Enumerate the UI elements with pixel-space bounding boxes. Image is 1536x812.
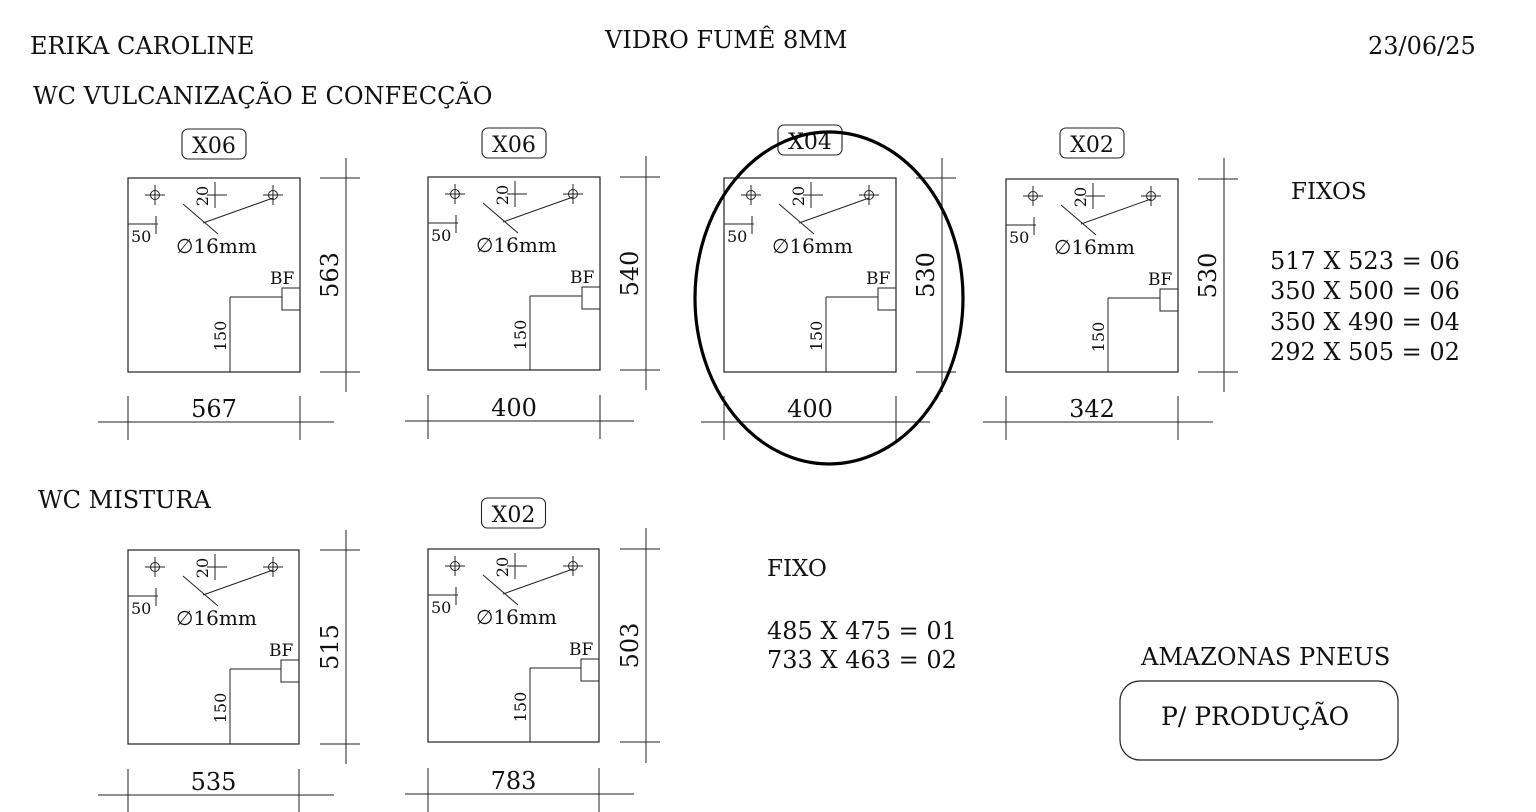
fixed-line: 350 X 490 = 04 [1270, 308, 1460, 336]
fixed-line: 517 X 523 = 06 [1270, 247, 1460, 275]
mounting-hole-icon [563, 184, 583, 204]
glass-piece [983, 127, 1238, 440]
height-dimension-label: 530 [912, 252, 940, 298]
quantity-tag-box [481, 127, 547, 159]
glass-panel-outline [127, 177, 301, 373]
latch-height-label: 150 [511, 692, 530, 723]
quantity-tag-box [1059, 127, 1125, 159]
quantity-tag-box [480, 497, 547, 529]
latch-cutout [877, 287, 897, 311]
mounting-hole-icon [145, 557, 165, 577]
mounting-hole-icon [859, 185, 879, 205]
hole-spacing-label: 20 [193, 186, 212, 206]
glass-panel-outline [723, 177, 897, 373]
edge-offset-label: 50 [727, 227, 747, 246]
glass-panel-outline [427, 176, 601, 371]
glass-piece [405, 497, 660, 812]
glass-piece [98, 128, 360, 440]
latch-label: BF [270, 269, 294, 289]
hole-spacing-label: 20 [493, 557, 512, 577]
mounting-hole-icon [445, 184, 465, 204]
glass-pieces: X062050∅16mmBF150563567X062050∅16mmBF150… [98, 124, 1238, 812]
hole-diameter-label: ∅16mm [476, 233, 557, 257]
latch-height-label: 150 [211, 693, 230, 724]
mounting-hole-icon [263, 557, 283, 577]
height-dimension-label: 515 [316, 624, 344, 670]
hole-spacing-label: 20 [1071, 187, 1090, 207]
mounting-hole-icon [741, 185, 761, 205]
latch-cutout [581, 286, 601, 310]
fixed-line: 485 X 475 = 01 [767, 617, 957, 645]
glass-panel-outline [127, 549, 300, 745]
quantity-tag: X02 [1070, 133, 1114, 158]
hole-diameter-label: ∅16mm [176, 606, 257, 630]
production-stamp-label: P/ PRODUÇÃO [1161, 702, 1349, 731]
production-stamp-box [1119, 680, 1399, 761]
latch-label: BF [569, 640, 593, 660]
height-dimension-label: 530 [1194, 253, 1222, 299]
glass-piece [98, 530, 360, 812]
edge-offset-label: 50 [131, 227, 151, 246]
width-dimension-label: 535 [191, 768, 237, 796]
company-name: AMAZONAS PNEUS [1140, 643, 1390, 671]
edge-offset-label: 50 [431, 226, 451, 245]
quantity-tag: X06 [192, 134, 236, 159]
mounting-hole-icon [445, 556, 465, 576]
width-dimension-label: 400 [491, 394, 537, 422]
latch-label: BF [269, 641, 293, 661]
client-name: ERIKA CAROLINE [30, 32, 254, 60]
section-title-vulcanizacao: WC VULCANIZAÇÃO E CONFECÇÃO [33, 81, 492, 110]
width-dimension-label: 342 [1069, 395, 1115, 423]
mounting-hole-icon [145, 185, 165, 205]
width-dimension-label: 400 [787, 395, 833, 423]
mounting-hole-icon [1023, 186, 1043, 206]
mounting-hole-icon [563, 556, 583, 576]
latch-cutout [280, 659, 300, 683]
quantity-tag: X02 [492, 503, 536, 528]
glass-panel-outline [1005, 178, 1179, 373]
mounting-hole-icon [263, 185, 283, 205]
latch-height-label: 150 [807, 321, 826, 352]
fixed-title-vulcanizacao: FIXOS [1291, 179, 1367, 205]
hole-spacing-label: 20 [493, 185, 512, 205]
quantity-tag-box [181, 128, 247, 160]
fixed-title-mistura: FIXO [767, 556, 827, 582]
width-dimension-label: 783 [491, 767, 537, 795]
fixed-line: 292 X 505 = 02 [1270, 338, 1460, 366]
glass-panel-outline [427, 548, 600, 743]
quantity-tag: X06 [492, 133, 536, 158]
height-dimension-label: 563 [316, 252, 344, 298]
highlight-circle [693, 130, 965, 466]
height-dimension-label: 540 [616, 251, 644, 297]
latch-cutout [281, 287, 301, 311]
hole-spacing-label: 20 [193, 558, 212, 578]
mounting-hole-icon [1141, 186, 1161, 206]
width-dimension-label: 567 [191, 395, 237, 423]
glass-piece [405, 127, 660, 439]
material-title: VIDRO FUMÊ 8MM [604, 25, 847, 54]
latch-label: BF [866, 269, 890, 289]
latch-cutout [580, 658, 600, 682]
fixed-line: 733 X 463 = 02 [767, 646, 957, 674]
edge-offset-label: 50 [1009, 228, 1029, 247]
latch-cutout [1159, 288, 1179, 312]
latch-height-label: 150 [211, 321, 230, 352]
fixed-line: 350 X 500 = 06 [1270, 277, 1460, 305]
height-dimension-label: 503 [616, 623, 644, 669]
latch-label: BF [1148, 270, 1172, 290]
section-title-mistura: WC MISTURA [38, 486, 211, 514]
latch-height-label: 150 [1089, 322, 1108, 353]
hole-diameter-label: ∅16mm [476, 605, 557, 629]
hole-diameter-label: ∅16mm [1054, 235, 1135, 259]
edge-offset-label: 50 [131, 599, 151, 618]
hole-spacing-label: 20 [789, 186, 808, 206]
date-label: 23/06/25 [1368, 32, 1476, 60]
hole-diameter-label: ∅16mm [176, 234, 257, 258]
latch-label: BF [570, 268, 594, 288]
edge-offset-label: 50 [431, 598, 451, 617]
latch-height-label: 150 [511, 320, 530, 351]
hole-diameter-label: ∅16mm [772, 234, 853, 258]
